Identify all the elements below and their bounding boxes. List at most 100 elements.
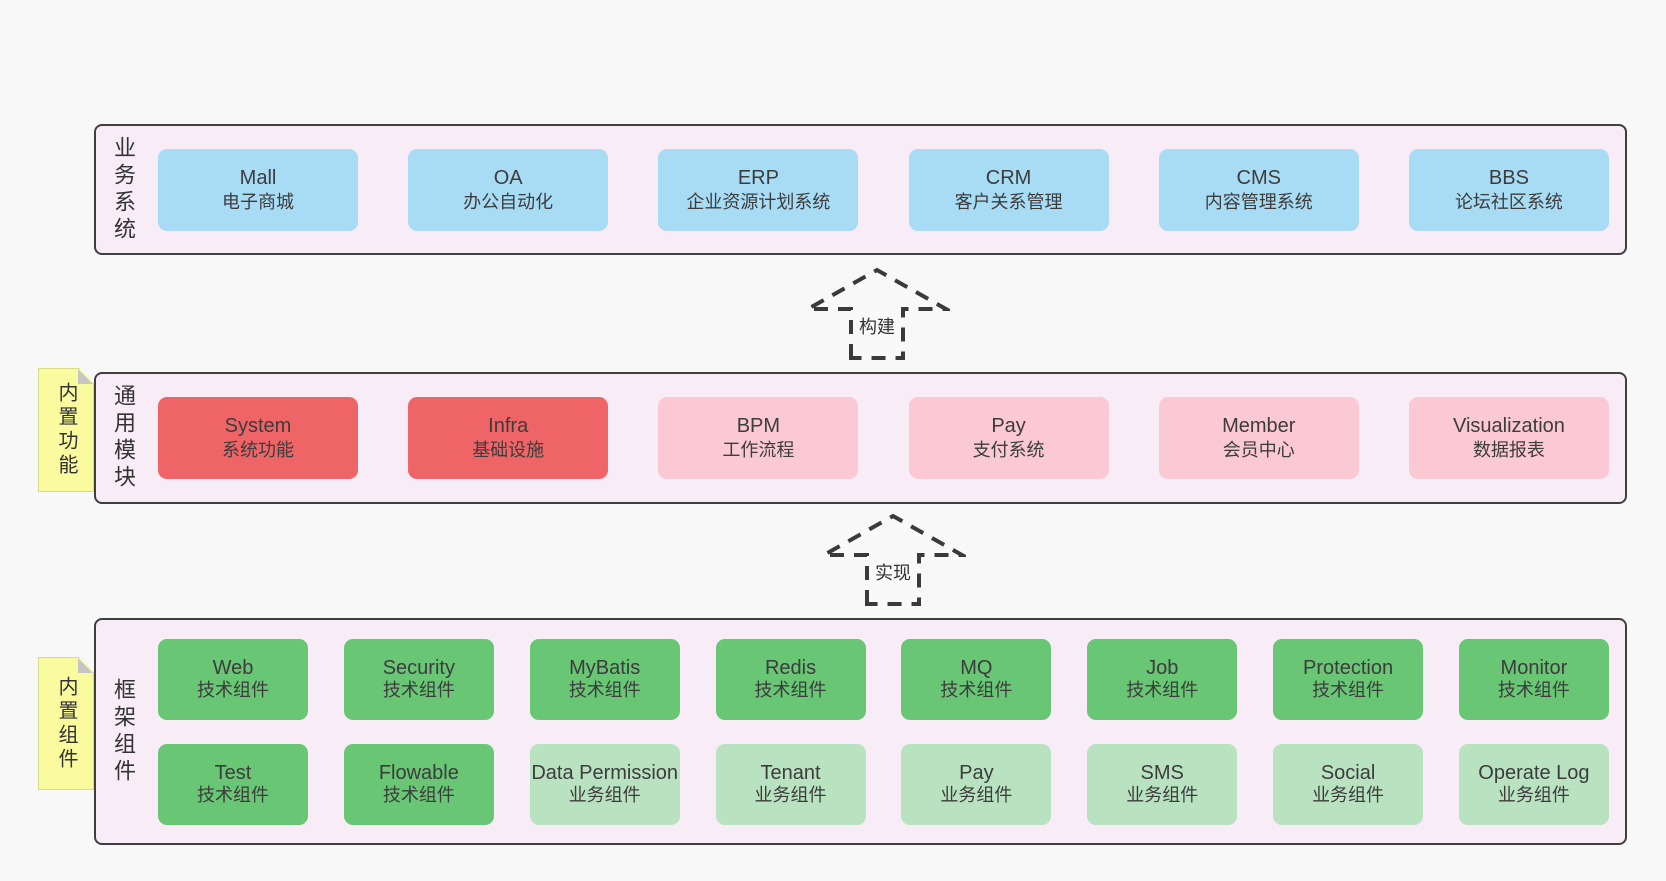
box-protection: Protection 技术组件 bbox=[1273, 638, 1424, 720]
box-bbs: BBS 论坛社区系统 bbox=[1408, 148, 1609, 231]
box-tenant: Tenant 业务组件 bbox=[715, 743, 866, 825]
box-member: Member 会员中心 bbox=[1158, 397, 1359, 479]
box-member-desc: 会员中心 bbox=[1222, 440, 1295, 461]
box-mq-name: MQ bbox=[960, 656, 993, 679]
box-sms-name: SMS bbox=[1140, 761, 1184, 784]
box-crm: CRM 客户关系管理 bbox=[908, 148, 1109, 231]
box-social: Social 业务组件 bbox=[1273, 743, 1424, 825]
box-bpm: BPM 工作流程 bbox=[658, 397, 859, 479]
box-pay-module-desc: 支付系统 bbox=[972, 440, 1045, 461]
box-oa-desc: 办公自动化 bbox=[463, 191, 554, 212]
box-mybatis-name: MyBatis bbox=[569, 656, 641, 679]
box-protection-name: Protection bbox=[1303, 656, 1394, 679]
box-redis-desc: 技术组件 bbox=[754, 680, 827, 701]
box-sms: SMS 业务组件 bbox=[1087, 743, 1238, 825]
box-protection-desc: 技术组件 bbox=[1312, 680, 1385, 701]
box-bbs-name: BBS bbox=[1488, 166, 1529, 189]
box-infra-desc: 基础设施 bbox=[472, 440, 545, 461]
box-cms: CMS 内容管理系统 bbox=[1158, 148, 1359, 231]
implement-arrow-label: 实现 bbox=[871, 558, 915, 586]
box-member-name: Member bbox=[1222, 415, 1296, 438]
box-cms-name: CMS bbox=[1236, 166, 1281, 189]
builtin-components-tag: 内置组件 bbox=[38, 657, 94, 790]
box-crm-name: CRM bbox=[985, 166, 1032, 189]
box-job: Job 技术组件 bbox=[1087, 638, 1238, 720]
box-visualization: Visualization 数据报表 bbox=[1408, 397, 1609, 479]
box-social-desc: 业务组件 bbox=[1312, 785, 1385, 806]
framework-components-rows: Web 技术组件 Security 技术组件 MyBatis 技术组件 Redi… bbox=[134, 638, 1625, 825]
box-pay-component-desc: 业务组件 bbox=[940, 785, 1013, 806]
box-data-permission: Data Permission 业务组件 bbox=[529, 743, 680, 825]
box-redis: Redis 技术组件 bbox=[715, 638, 866, 720]
box-monitor-desc: 技术组件 bbox=[1497, 680, 1570, 701]
box-sms-desc: 业务组件 bbox=[1126, 785, 1199, 806]
implement-arrow: 实现 bbox=[820, 512, 966, 606]
folded-corner-icon bbox=[78, 369, 93, 384]
box-test-desc: 技术组件 bbox=[197, 785, 269, 806]
box-mq: MQ 技术组件 bbox=[901, 638, 1052, 720]
business-systems-label: 业务系统 bbox=[111, 135, 136, 244]
box-visualization-name: Visualization bbox=[1452, 415, 1565, 438]
box-visualization-desc: 数据报表 bbox=[1472, 440, 1545, 461]
box-flowable: Flowable 技术组件 bbox=[343, 743, 494, 825]
box-job-desc: 技术组件 bbox=[1126, 680, 1199, 701]
framework-components-label: 框架组件 bbox=[111, 677, 136, 786]
box-erp-name: ERP bbox=[737, 166, 779, 189]
box-flowable-desc: 技术组件 bbox=[382, 785, 455, 806]
framework-components-panel: 框架组件 Web 技术组件 Security 技术组件 MyBatis 技术组件… bbox=[94, 618, 1627, 845]
box-cms-desc: 内容管理系统 bbox=[1204, 191, 1313, 212]
box-monitor: Monitor 技术组件 bbox=[1458, 638, 1609, 720]
box-system-name: System bbox=[224, 415, 292, 438]
box-infra-name: Infra bbox=[488, 415, 529, 438]
box-operate-log: Operate Log 业务组件 bbox=[1458, 743, 1609, 825]
box-social-name: Social bbox=[1320, 761, 1376, 784]
box-pay-component: Pay 业务组件 bbox=[901, 743, 1052, 825]
box-security: Security 技术组件 bbox=[343, 638, 494, 720]
components-row-1: Web 技术组件 Security 技术组件 MyBatis 技术组件 Redi… bbox=[158, 638, 1609, 720]
box-mq-desc: 技术组件 bbox=[940, 680, 1013, 701]
box-test-name: Test bbox=[214, 761, 252, 784]
box-bbs-desc: 论坛社区系统 bbox=[1454, 191, 1563, 212]
box-monitor-name: Monitor bbox=[1500, 656, 1568, 679]
box-job-name: Job bbox=[1146, 656, 1179, 679]
box-web-desc: 技术组件 bbox=[197, 680, 269, 701]
box-security-desc: 技术组件 bbox=[382, 680, 455, 701]
box-mall-name: Mall bbox=[239, 166, 277, 189]
box-operate-log-desc: 业务组件 bbox=[1497, 785, 1570, 806]
build-arrow-label: 构建 bbox=[855, 312, 899, 340]
box-tenant-name: Tenant bbox=[760, 761, 821, 784]
box-data-permission-name: Data Permission bbox=[531, 761, 679, 784]
builtin-components-tag-text: 内置组件 bbox=[55, 675, 77, 772]
box-web: Web 技术组件 bbox=[158, 638, 308, 720]
business-systems-panel: 业务系统 Mall 电子商城 OA 办公自动化 ERP 企业资源计划系统 CRM… bbox=[94, 124, 1627, 255]
components-row-2: Test 技术组件 Flowable 技术组件 Data Permission … bbox=[158, 743, 1609, 825]
builtin-features-tag: 内置功能 bbox=[38, 368, 94, 492]
builtin-features-tag-text: 内置功能 bbox=[55, 382, 77, 478]
box-bpm-desc: 工作流程 bbox=[722, 440, 795, 461]
box-web-name: Web bbox=[212, 656, 254, 679]
box-operate-log-name: Operate Log bbox=[1478, 761, 1590, 784]
common-modules-label: 通用模块 bbox=[111, 384, 136, 492]
box-system-desc: 系统功能 bbox=[222, 440, 294, 461]
box-pay-module-name: Pay bbox=[991, 415, 1026, 438]
box-mall: Mall 电子商城 bbox=[158, 148, 358, 231]
box-oa: OA 办公自动化 bbox=[408, 148, 609, 231]
box-bpm-name: BPM bbox=[736, 415, 781, 438]
box-flowable-name: Flowable bbox=[378, 761, 459, 784]
box-crm-desc: 客户关系管理 bbox=[954, 191, 1063, 212]
common-modules-boxes: System 系统功能 Infra 基础设施 BPM 工作流程 Pay 支付系统… bbox=[134, 397, 1625, 479]
business-systems-boxes: Mall 电子商城 OA 办公自动化 ERP 企业资源计划系统 CRM 客户关系… bbox=[134, 148, 1625, 231]
box-security-name: Security bbox=[382, 656, 455, 679]
box-erp: ERP 企业资源计划系统 bbox=[658, 148, 859, 231]
common-modules-panel: 通用模块 System 系统功能 Infra 基础设施 BPM 工作流程 Pay… bbox=[94, 372, 1627, 504]
box-mall-desc: 电子商城 bbox=[222, 191, 294, 212]
folded-corner-icon bbox=[78, 658, 93, 673]
box-redis-name: Redis bbox=[764, 656, 817, 679]
box-erp-desc: 企业资源计划系统 bbox=[686, 191, 831, 212]
box-oa-name: OA bbox=[493, 166, 523, 189]
box-tenant-desc: 业务组件 bbox=[754, 785, 827, 806]
box-system: System 系统功能 bbox=[158, 397, 358, 479]
box-mybatis-desc: 技术组件 bbox=[568, 680, 641, 701]
box-pay-module: Pay 支付系统 bbox=[908, 397, 1109, 479]
